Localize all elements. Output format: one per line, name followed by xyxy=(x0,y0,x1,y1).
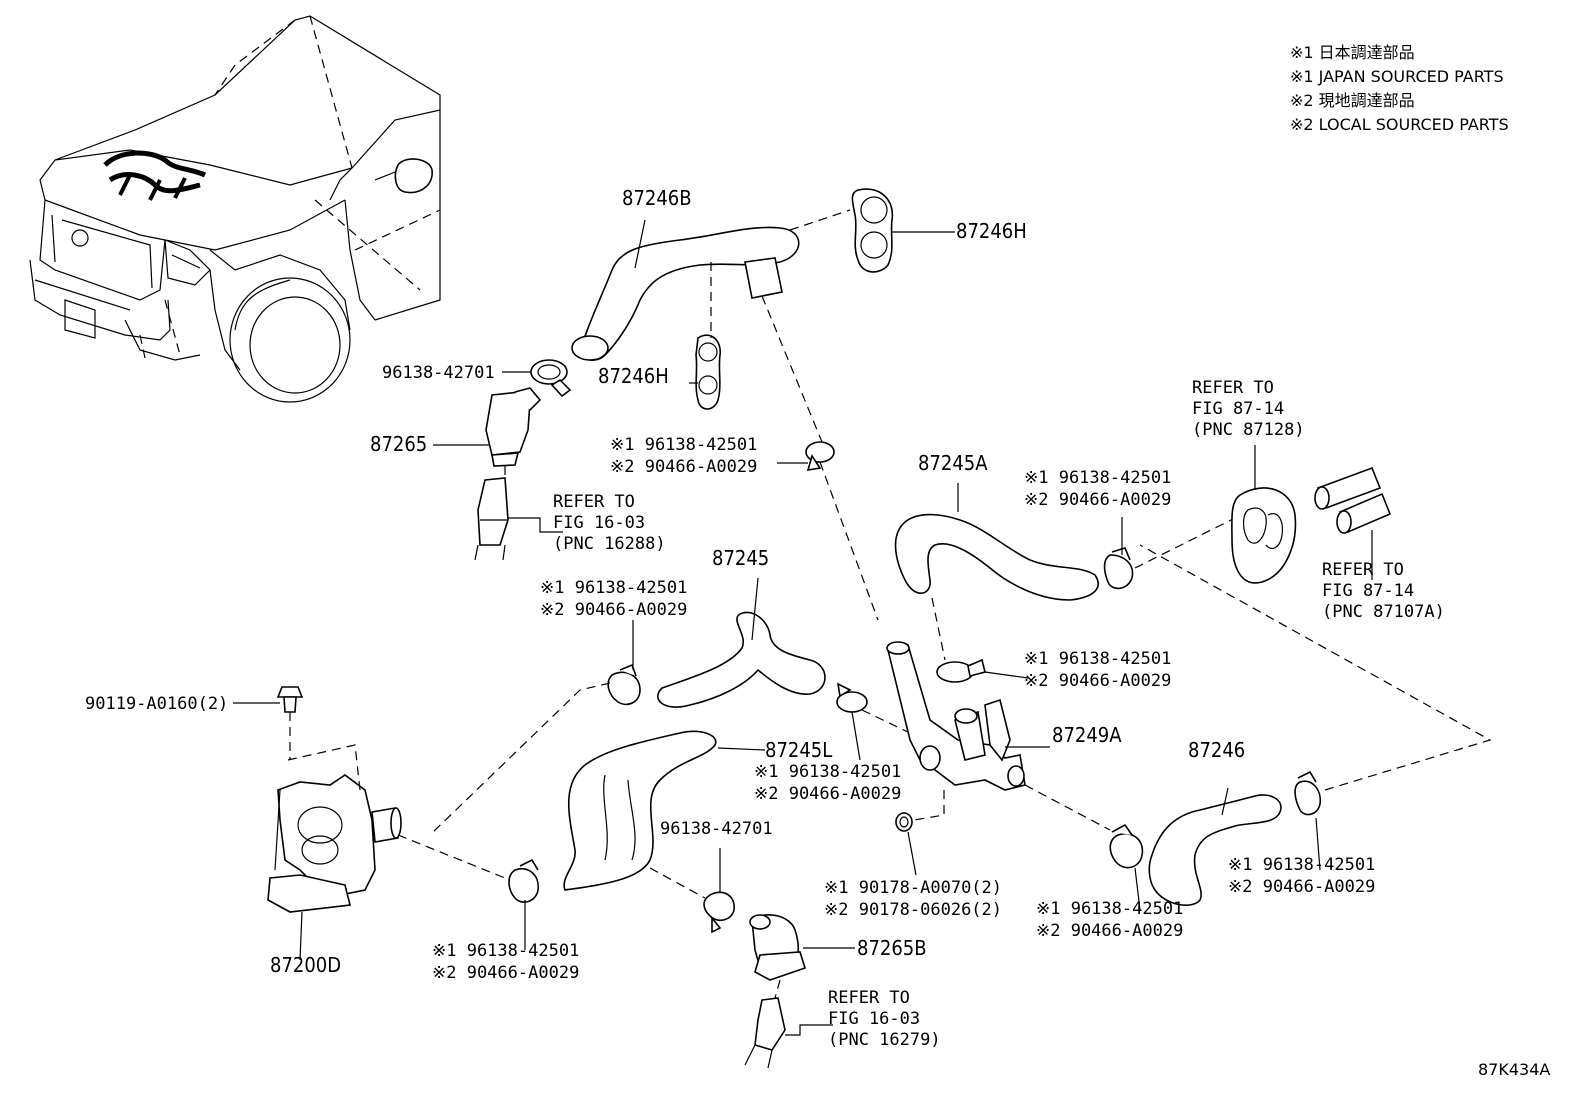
hose-87246-shape xyxy=(1148,794,1282,906)
ref-16279-line3: (PNC 16279) xyxy=(828,1030,941,1050)
clamp-callout-8-line1: ※1 96138-42501 xyxy=(432,941,579,961)
clamp-callout-5-line2: ※2 90466-A0029 xyxy=(754,784,901,804)
clamp-87246-right-shape xyxy=(1294,770,1322,816)
clamp-87245a-lower-shape xyxy=(936,658,986,683)
clamp-callout-1-line2: ※2 90466-A0029 xyxy=(610,457,757,477)
label-87245a: 87245A xyxy=(918,451,988,475)
gasket-90178-shape xyxy=(895,812,913,832)
legend-line-4: ※2 LOCAL SOURCED PARTS xyxy=(1290,115,1509,134)
label-87246h-mid: 87246H xyxy=(598,364,669,388)
label-87246h-top: 87246H xyxy=(956,219,1027,243)
label-87246b: 87246B xyxy=(622,186,692,210)
clamp-callout-8-line2: ※2 90466-A0029 xyxy=(432,963,579,983)
clamp-callout-4-line1: ※1 96138-42501 xyxy=(1024,649,1171,669)
clamp-callout-3-line1: ※1 96138-42501 xyxy=(540,578,687,598)
ref-87107a-line2: FIG 87-14 xyxy=(1322,581,1414,601)
sensor-87265b-shape xyxy=(749,914,806,981)
connector-16279-shape xyxy=(744,997,786,1069)
ref-16288-line3: (PNC 16288) xyxy=(553,534,666,554)
gasket-callout-line1: ※1 90178-A0070(2) xyxy=(824,878,1002,898)
clamp-callout-2-line2: ※2 90466-A0029 xyxy=(1024,490,1171,510)
label-87200d: 87200D xyxy=(270,953,341,977)
clamp-87246h-top-shape xyxy=(851,188,894,273)
ref-87128-line1: REFER TO xyxy=(1192,378,1274,398)
label-87249a: 87249A xyxy=(1052,723,1122,747)
clamp-87245l-upper-shape xyxy=(836,682,868,713)
label-96138-42701-top: 96138-42701 xyxy=(382,363,495,383)
clamp-callout-6-line2: ※2 90466-A0029 xyxy=(1228,877,1375,897)
label-87245: 87245 xyxy=(712,546,769,570)
pump-87200d-shape xyxy=(267,774,402,913)
clamp-96138-42701-top-shape xyxy=(530,359,572,398)
label-87265b: 87265B xyxy=(857,936,927,960)
clamp-87246-left-shape xyxy=(1109,823,1144,869)
clamp-callout-1-line1: ※1 96138-42501 xyxy=(610,435,757,455)
clamp-callout-2-line1: ※1 96138-42501 xyxy=(1024,468,1171,488)
sensor-87265-shape xyxy=(485,387,542,467)
clamp-callout-3-line2: ※2 90466-A0029 xyxy=(540,600,687,620)
clamp-87245a-right-shape xyxy=(1103,547,1134,590)
clamp-callout-5-line1: ※1 96138-42501 xyxy=(754,762,901,782)
bolt-90119-shape xyxy=(276,686,304,713)
highlighted-hoses-icon xyxy=(103,150,207,201)
clamp-87246h-mid-shape xyxy=(695,334,721,410)
truck-illustration xyxy=(29,15,441,403)
clamp-callout-6-line1: ※1 96138-42501 xyxy=(1228,855,1375,875)
clamp-96138-42701-bottom-shape xyxy=(703,891,735,934)
leader-lines xyxy=(233,219,1373,1036)
ref-16279-line2: FIG 16-03 xyxy=(828,1009,920,1029)
clamp-upper-vertical-shape xyxy=(805,441,835,471)
hose-87245l-shape xyxy=(563,730,717,891)
pipes-87107a-shape xyxy=(1314,466,1392,534)
ref-87107a-line3: (PNC 87107A) xyxy=(1322,602,1445,622)
label-87245l: 87245L xyxy=(765,738,832,762)
gasket-87128-shape xyxy=(1231,487,1297,584)
ref-16279-line1: REFER TO xyxy=(828,988,910,1008)
ref-87128-line3: (PNC 87128) xyxy=(1192,420,1305,440)
ref-87107a-line1: REFER TO xyxy=(1322,560,1404,580)
clamp-callout-4-line2: ※2 90466-A0029 xyxy=(1024,671,1171,691)
legend-line-1: ※1 日本調達部品 xyxy=(1290,43,1415,62)
ref-87128-line2: FIG 87-14 xyxy=(1192,399,1284,419)
pipe-87249a-shape xyxy=(886,641,1026,791)
clamp-callout-7-line2: ※2 90466-A0029 xyxy=(1036,921,1183,941)
label-90119: 90119-A0160(2) xyxy=(85,694,228,714)
gasket-callout-line2: ※2 90178-06026(2) xyxy=(824,900,1002,920)
legend-line-2: ※1 JAPAN SOURCED PARTS xyxy=(1290,67,1504,86)
legend-line-3: ※2 現地調達部品 xyxy=(1290,91,1415,110)
label-96138-42701-bottom: 96138-42701 xyxy=(660,819,773,839)
ref-16288-line2: FIG 16-03 xyxy=(553,513,645,533)
clamp-callout-7-line1: ※1 96138-42501 xyxy=(1036,899,1183,919)
hose-87246b-shape xyxy=(571,226,800,361)
label-87265: 87265 xyxy=(370,432,427,456)
hose-87245a-shape xyxy=(894,513,1099,601)
clamp-pump-lower-shape xyxy=(508,858,539,903)
hose-87245-shape xyxy=(657,611,826,708)
ref-16288-line1: REFER TO xyxy=(553,492,635,512)
label-87246: 87246 xyxy=(1188,738,1245,762)
connector-16288-shape xyxy=(474,477,509,561)
figure-code: 87K434A xyxy=(1478,1060,1550,1079)
clamp-87245-left-shape xyxy=(607,663,641,706)
